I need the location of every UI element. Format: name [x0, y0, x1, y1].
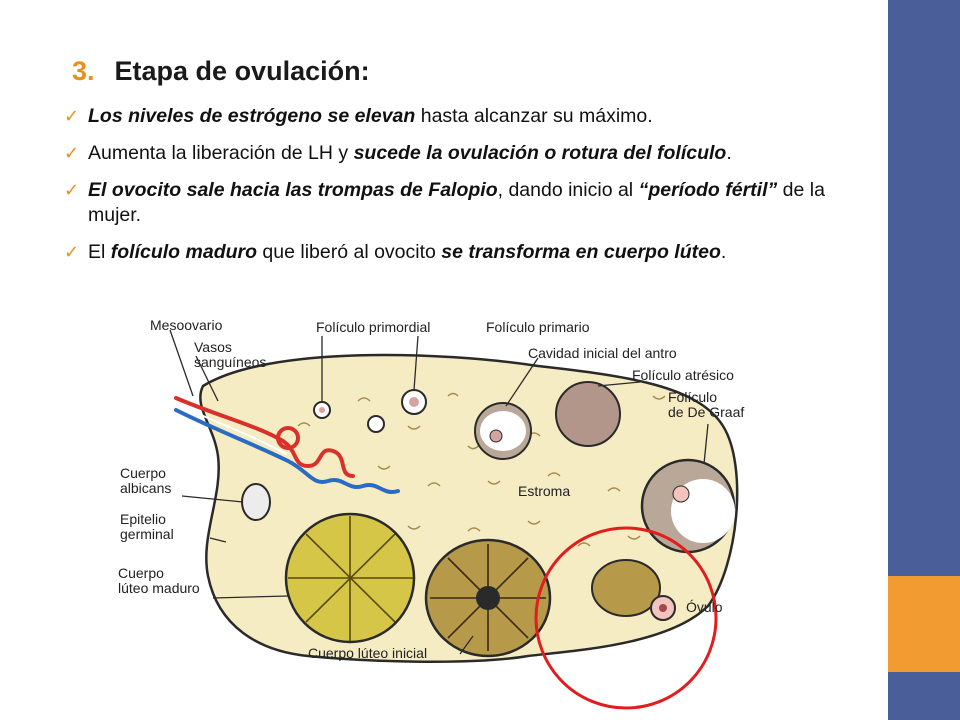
label-estroma: Estroma [518, 483, 571, 499]
label-albicans: Cuerpo albicans [120, 466, 171, 496]
bullet-item: ✓ El ovocito sale hacia las trompas de Fa… [62, 178, 882, 228]
bullet-text-segment: El ovocito sale hacia las trompas de Fal… [88, 179, 498, 201]
label-albicans-line2: albicans [120, 480, 172, 496]
bullet-item: ✓ El folículo maduro que liberó al ovocit… [62, 240, 882, 265]
bullet-text-segment: . [720, 241, 727, 263]
ovulation-highlight-circle [534, 526, 718, 710]
label-albicans-line1: Cuerpo [120, 465, 166, 481]
ovary-illustration [169, 329, 739, 710]
ovary-diagram: Mesoovario Vasos sanguíneos Folículo pri… [108, 306, 775, 716]
label-vasos: Vasos sanguíneos [194, 340, 266, 370]
side-band-blue [888, 0, 960, 576]
bullet-text-segment: El [88, 241, 111, 263]
heading-number: 3. [72, 56, 95, 86]
side-band-blue-bottom [888, 672, 960, 720]
checkmark-icon: ✓ [64, 106, 80, 126]
bullet-text-segment: que liberó al ovocito [257, 241, 442, 263]
bullet-text-segment: , dando inicio al [497, 179, 639, 201]
label-luteo-maduro: Cuerpo lúteo maduro [118, 566, 200, 596]
label-cavidad: Cavidad inicial del antro [528, 345, 677, 361]
bullet-text-segment: folículo maduro [110, 241, 258, 263]
bullet-text-segment: hasta alcanzar su máximo. [415, 105, 653, 127]
primary-oocyte [409, 397, 419, 407]
small-follicle [367, 415, 385, 433]
bullet-list: ✓ Los niveles de estrógeno se elevan hast… [62, 104, 882, 277]
heading-text: Etapa de ovulación: [114, 56, 370, 86]
label-luteo-inicial: Cuerpo lúteo inicial [308, 645, 428, 661]
checkmark-icon: ✓ [64, 242, 80, 262]
label-mesoovario: Mesoovario [150, 317, 223, 333]
ruptured-follicle [591, 559, 661, 617]
label-ovulo: Óvulo [686, 599, 723, 615]
label-luteo-maduro-line2: lúteo maduro [118, 580, 200, 596]
initial-luteum-center [476, 586, 500, 610]
label-graaf-line1: Folículo [668, 389, 718, 405]
atretic-follicle [555, 381, 621, 447]
label-graaf-line2: de De Graaf [668, 404, 745, 420]
bullet-item: ✓ Los niveles de estrógeno se elevan hast… [62, 104, 882, 129]
checkmark-icon: ✓ [64, 143, 80, 163]
bullet-text-segment: sucede la ovulación o rotura del folícul… [353, 142, 727, 164]
antrum-oocyte [489, 429, 503, 443]
slide-heading: 3. Etapa de ovulación: [72, 56, 370, 87]
label-atresico: Folículo atrésico [632, 367, 734, 383]
label-foliculo-primario: Folículo primario [486, 319, 590, 335]
bullet-text-segment: de la mujer. [88, 179, 825, 226]
label-epitelio-line1: Epitelio [120, 511, 166, 527]
bullet-text-segment: Aumenta la liberación de LH y [88, 142, 354, 164]
label-epitelio-line2: germinal [120, 526, 174, 542]
bullet-text-segment: se transforma en cuerpo lúteo [441, 241, 721, 263]
antrum-cavity [480, 411, 526, 451]
checkmark-icon: ✓ [64, 180, 80, 200]
graafian-oocyte [672, 485, 690, 503]
label-epitelio: Epitelio germinal [120, 512, 174, 542]
label-vasos-line1: Vasos [194, 339, 232, 355]
side-band-orange [888, 576, 960, 672]
bullet-text-segment: Los niveles de estrógeno se elevan [88, 105, 416, 127]
luteum-lobules [288, 516, 413, 641]
blood-vessels [174, 396, 400, 495]
label-graaf: Folículo de De Graaf [668, 390, 744, 420]
primordial-oocyte [319, 407, 325, 413]
label-luteo-maduro-line1: Cuerpo [118, 565, 164, 581]
ovum-nucleus [659, 604, 667, 612]
bullet-item: ✓ Aumenta la liberación de LH y sucede la… [62, 141, 882, 166]
label-foliculo-primordial: Folículo primordial [316, 319, 431, 335]
bullet-text-segment: . [726, 142, 732, 164]
bullet-text-segment: “período fértil” [638, 179, 778, 201]
pointer-lines [169, 329, 709, 655]
corpus-albicans [241, 483, 271, 521]
label-vasos-line2: sanguíneos [194, 354, 267, 370]
